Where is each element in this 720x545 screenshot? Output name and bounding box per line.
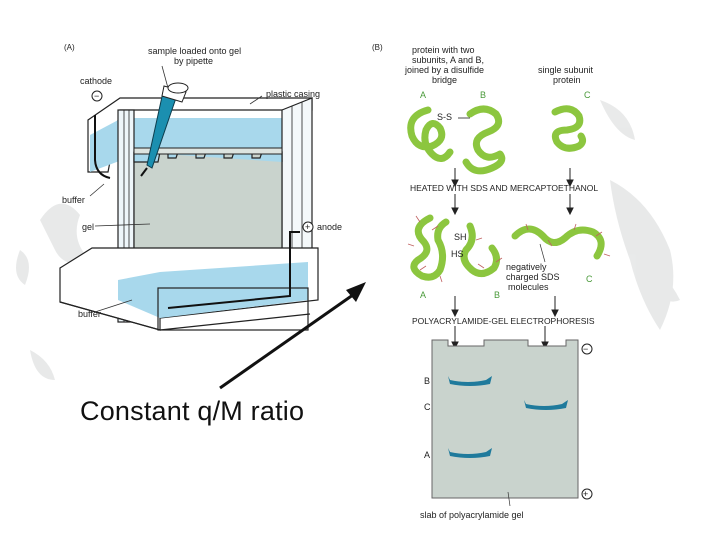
panel-a-label: (A)	[64, 43, 75, 52]
band-a	[448, 448, 492, 458]
heated-label: HEATED WITH SDS AND MERCAPTOETHANOL	[410, 183, 598, 193]
protein-subunit-a-folded	[407, 106, 454, 162]
background-watermark	[16, 100, 680, 380]
protein-two-line3: joined by a disulfide	[404, 65, 484, 75]
band-b-label: B	[424, 376, 430, 386]
subunit-b-mid: B	[494, 290, 500, 300]
gel-minus-symbol: −	[583, 344, 588, 354]
gel-bands	[448, 376, 568, 458]
single-subunit-line1: single subunit	[538, 65, 594, 75]
protein-subunit-c-unfolded	[511, 225, 605, 260]
electrophoresis-label: POLYACRYLAMIDE-GEL ELECTROPHORESIS	[412, 316, 595, 326]
band-b	[448, 376, 492, 386]
gel-plus-symbol: +	[583, 489, 588, 499]
protein-two-line4: bridge	[432, 75, 457, 85]
folded-proteins	[407, 105, 587, 175]
band-c-label: C	[424, 402, 431, 412]
sh-label: SH	[454, 232, 467, 242]
panel-b-label: (B)	[372, 43, 383, 52]
plastic-casing-label: plastic casing	[266, 89, 320, 99]
cathode-symbol: −	[94, 91, 99, 101]
lower-buffer	[118, 262, 308, 318]
sample-label-line1: sample loaded onto gel	[148, 46, 241, 56]
anode-symbol: +	[305, 222, 310, 232]
protein-two-line2: subunits, A and B,	[412, 55, 484, 65]
subunit-c-top: C	[584, 90, 591, 100]
charged-sds-label: charged SDS	[506, 272, 560, 282]
anode-label: anode	[317, 222, 342, 232]
cathode-label: cathode	[80, 76, 112, 86]
subunit-a-mid: A	[420, 290, 426, 300]
hs-label: HS	[451, 249, 464, 259]
protein-two-line1: protein with two	[412, 45, 475, 55]
process-arrows	[451, 168, 574, 350]
panel-a-apparatus	[59, 65, 319, 331]
slab-label: slab of polyacrylamide gel	[420, 510, 524, 520]
sds-molecules	[407, 215, 611, 283]
subunit-a-top: A	[420, 90, 426, 100]
negatively-label: negatively	[506, 262, 547, 272]
sample-label-line2: by pipette	[174, 56, 213, 66]
subunit-b-top: B	[480, 90, 486, 100]
protein-subunit-b-unfolded	[460, 222, 501, 277]
subunit-c-mid: C	[586, 274, 593, 284]
single-subunit-line2: protein	[553, 75, 581, 85]
pointer-arrow	[219, 282, 366, 390]
band-a-label: A	[424, 450, 430, 460]
protein-subunit-c-folded	[551, 105, 587, 152]
gel-label: gel	[82, 222, 94, 232]
protein-subunit-b-folded	[462, 105, 506, 175]
protein-subunit-a-unfolded	[410, 214, 450, 281]
pipette	[140, 82, 189, 177]
disulfide-label: S-S	[437, 112, 452, 122]
caption: Constant q/M ratio	[80, 396, 305, 426]
buffer-bottom-label: buffer	[78, 309, 101, 319]
molecules-label: molecules	[508, 282, 549, 292]
band-c	[524, 400, 568, 410]
gel-slab-panel-b	[431, 339, 579, 499]
buffer-top-label: buffer	[62, 195, 85, 205]
